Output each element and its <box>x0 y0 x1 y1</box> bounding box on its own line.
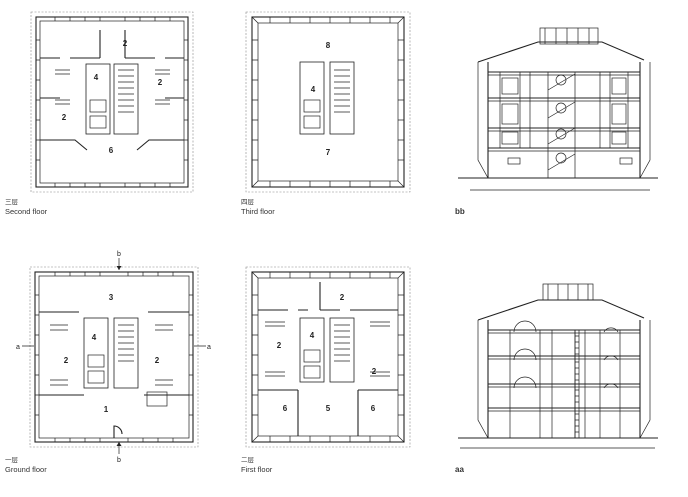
room-number: 6 <box>109 146 114 155</box>
ground-floor-plan: 3 4 2 2 1 b b a a <box>16 251 211 464</box>
room-number: 4 <box>311 85 316 94</box>
room-number: 1 <box>104 405 109 414</box>
room-number: 2 <box>123 39 128 48</box>
room-number: 6 <box>371 404 376 413</box>
caption-english: Third floor <box>241 207 275 216</box>
room-number: 2 <box>62 113 67 122</box>
cut-marker-a: a <box>16 344 20 351</box>
room-number: 4 <box>310 331 315 340</box>
room-number: 2 <box>372 367 377 376</box>
section-bb-label: bb <box>455 207 465 216</box>
section-aa-label: aa <box>455 465 464 474</box>
room-number: 2 <box>155 356 160 365</box>
room-number: 5 <box>326 404 331 413</box>
caption-chinese: 二层 <box>241 456 254 464</box>
caption-english: First floor <box>241 465 273 474</box>
third-floor-plan: 8 4 7 <box>245 11 411 193</box>
room-number: 7 <box>326 148 331 157</box>
section-bb <box>458 27 658 191</box>
room-number: 4 <box>92 333 97 342</box>
caption-chinese: 四层 <box>241 198 254 206</box>
cut-marker-b: b <box>117 251 121 258</box>
room-number: 8 <box>326 41 331 50</box>
caption-english: Ground floor <box>5 465 47 474</box>
room-number: 2 <box>158 78 163 87</box>
ground-floor-caption: 一层 Ground floor <box>5 456 47 474</box>
room-number: 6 <box>283 404 288 413</box>
room-number: 4 <box>94 73 99 82</box>
second-floor-plan: 2 4 2 2 6 <box>30 11 194 193</box>
room-number: 3 <box>109 293 114 302</box>
second-floor-caption: 三层 Second floor <box>5 198 47 216</box>
caption-english: Second floor <box>5 207 48 216</box>
room-number: 2 <box>340 293 345 302</box>
room-number: 2 <box>64 356 69 365</box>
room-number: 2 <box>277 341 282 350</box>
section-aa <box>458 283 658 449</box>
first-floor-caption: 二层 First floor <box>241 456 272 474</box>
caption-chinese: 三层 <box>5 198 18 206</box>
cut-marker-b: b <box>117 457 121 464</box>
first-floor-plan: 2 4 2 2 6 5 6 <box>245 266 411 448</box>
caption-chinese: 一层 <box>5 456 18 464</box>
cut-marker-a: a <box>207 344 211 351</box>
third-floor-caption: 四层 Third floor <box>241 198 275 216</box>
